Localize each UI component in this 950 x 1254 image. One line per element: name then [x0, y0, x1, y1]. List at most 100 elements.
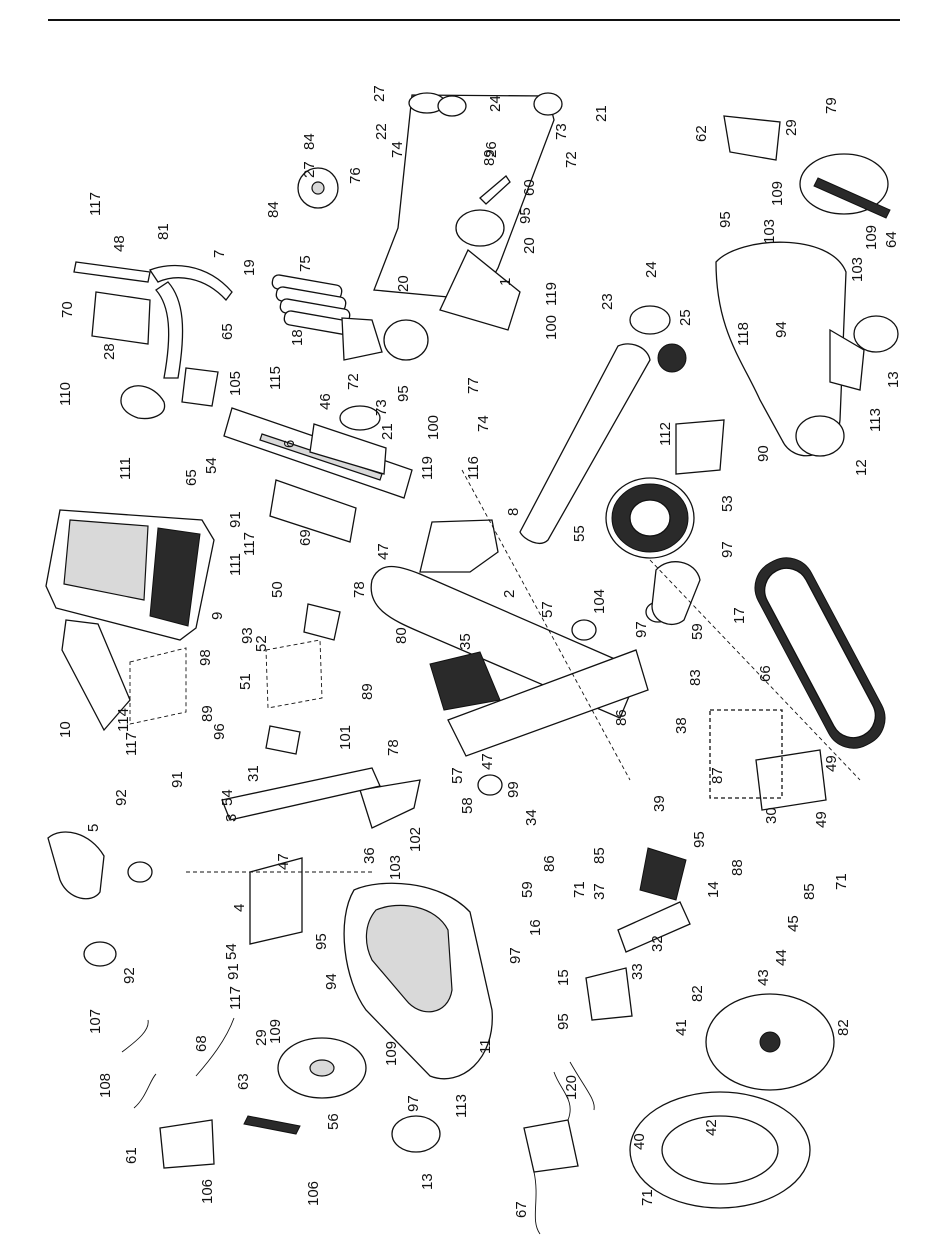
callout-99: 99	[505, 781, 522, 798]
callout-50: 50	[269, 581, 286, 598]
callout-86a: 86	[613, 709, 630, 726]
flywheel-53	[605, 477, 695, 559]
end-cap-24	[437, 95, 467, 117]
callout-105: 105	[227, 371, 244, 396]
callout-25: 25	[677, 309, 694, 326]
cord-107	[121, 1019, 149, 1053]
callout-109d: 109	[383, 1041, 400, 1066]
callout-9: 9	[209, 612, 226, 620]
pedal-15	[585, 967, 633, 1021]
callout-21b: 21	[379, 423, 396, 440]
callout-115: 115	[267, 366, 284, 390]
bearing-plate-20a	[455, 209, 505, 247]
callout-81: 81	[155, 223, 172, 240]
seat-bracket	[127, 861, 153, 883]
callout-58: 58	[459, 797, 476, 814]
callout-55: 55	[571, 525, 588, 542]
callout-59b: 59	[519, 881, 536, 898]
pedal-61	[159, 1119, 215, 1169]
guide-line-2	[461, 469, 631, 781]
callout-100a: 100	[543, 315, 560, 340]
callout-106a: 106	[199, 1179, 216, 1204]
callout-101: 101	[337, 725, 354, 750]
callout-100b: 100	[425, 415, 442, 440]
callout-92a: 92	[113, 789, 130, 806]
callout-30: 30	[763, 807, 780, 824]
seat-carriage-8	[419, 519, 499, 573]
callout-21a: 21	[593, 105, 610, 122]
group-box-98	[129, 647, 187, 725]
callout-5: 5	[85, 824, 102, 832]
callout-111a: 111	[117, 457, 134, 480]
callout-29a: 29	[783, 119, 800, 136]
callout-92b: 92	[121, 967, 138, 984]
callout-4: 4	[231, 904, 248, 912]
console-keypad	[149, 527, 201, 627]
callout-95a: 95	[517, 207, 534, 224]
callout-71b: 71	[833, 873, 850, 890]
callout-72b: 72	[345, 373, 362, 390]
callout-6: 6	[281, 440, 298, 448]
cord-108	[133, 1073, 157, 1109]
callout-23: 23	[599, 293, 616, 310]
callout-63: 63	[235, 1073, 252, 1090]
callout-109c: 109	[267, 1019, 284, 1044]
callout-103c: 103	[387, 855, 404, 880]
callout-42: 42	[703, 1119, 720, 1136]
callout-118: 118	[735, 322, 752, 346]
callout-96: 96	[211, 723, 228, 740]
callout-113a: 113	[867, 408, 884, 432]
callout-117c: 117	[123, 732, 140, 756]
board-50	[303, 603, 341, 641]
callout-56: 56	[325, 1113, 342, 1130]
callout-71a: 71	[571, 881, 588, 898]
callout-88: 88	[729, 859, 746, 876]
callout-67: 67	[513, 1201, 530, 1218]
callout-113b: 113	[453, 1094, 470, 1118]
seat-post-3	[221, 767, 381, 821]
guide-line-3	[649, 559, 861, 781]
callout-119b: 119	[419, 456, 436, 480]
seat-5	[47, 831, 105, 900]
callout-77: 77	[465, 377, 482, 394]
callout-85a: 85	[591, 847, 608, 864]
cord-68	[195, 1017, 235, 1077]
drive-belt-66-inner	[764, 567, 876, 739]
callout-46: 46	[317, 393, 334, 410]
callout-26: 26	[483, 141, 500, 158]
axle-60	[479, 175, 511, 205]
callout-91a: 91	[227, 511, 244, 528]
callout-47a: 47	[375, 543, 392, 560]
foot-113-right	[829, 328, 865, 391]
group-box-52	[265, 639, 323, 709]
callout-104: 104	[591, 589, 608, 614]
callout-17: 17	[731, 607, 748, 624]
callout-95b: 95	[395, 385, 412, 402]
callout-37: 37	[591, 883, 608, 900]
callout-79: 79	[823, 97, 840, 114]
callout-labels: 1 2 3 4 5 6 7 8 9 10 11 12 13 13 14 15 1…	[57, 85, 902, 1218]
callout-28: 28	[101, 343, 118, 360]
bracket-17	[651, 561, 701, 625]
pulley-29-left-hub	[309, 1059, 335, 1077]
disc-27-center	[311, 181, 325, 195]
callout-69: 69	[297, 529, 314, 546]
callout-29b: 29	[253, 1029, 270, 1046]
seat-post-4	[249, 857, 303, 945]
callout-20b: 20	[395, 275, 412, 292]
callout-52: 52	[253, 635, 270, 652]
callout-31: 31	[245, 765, 262, 782]
callout-116: 116	[465, 456, 482, 480]
callout-65b: 65	[183, 469, 200, 486]
callout-89c: 89	[199, 705, 216, 722]
callout-61: 61	[123, 1147, 140, 1164]
callout-38: 38	[673, 717, 690, 734]
callout-12: 12	[853, 459, 870, 476]
callout-90: 90	[755, 445, 772, 462]
callout-97b: 97	[633, 621, 650, 638]
callout-62: 62	[693, 125, 710, 142]
callout-109b: 109	[863, 225, 880, 250]
callout-107: 107	[87, 1009, 104, 1034]
bellows-19	[271, 274, 355, 336]
